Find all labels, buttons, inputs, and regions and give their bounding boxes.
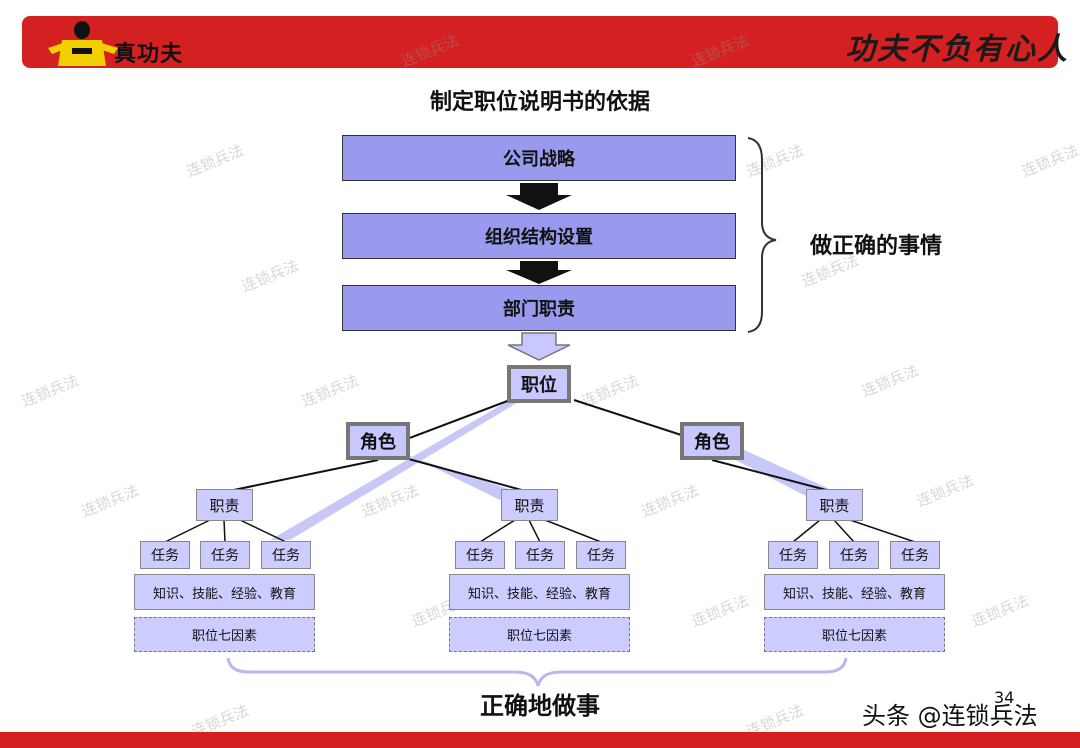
seven-factors-node: 职位七因素 [764, 617, 945, 652]
footer-bar [0, 732, 1080, 748]
slogan-text: 功夫不负有心人 [845, 32, 1069, 67]
page-title: 制定职位说明书的依据 [429, 90, 650, 115]
brand-logo-text: 真功夫 [114, 42, 184, 67]
task-node: 任务 [200, 541, 250, 569]
header-bar [22, 16, 1058, 68]
knowledge-node: 知识、技能、经验、教育 [764, 574, 945, 610]
task-node: 任务 [768, 541, 818, 569]
credit-text: 头条 @连锁兵法 [862, 702, 1038, 730]
flow-box-structure: 组织结构设置 [342, 213, 736, 259]
seven-factors-node: 职位七因素 [134, 617, 315, 652]
role-node-right: 角色 [680, 422, 744, 460]
bottom-brace [226, 657, 848, 687]
do-things-right-label: 正确地做事 [480, 692, 600, 720]
flow-box-department-duty: 部门职责 [342, 285, 736, 331]
duty-node: 职责 [501, 489, 558, 521]
task-node: 任务 [261, 541, 311, 569]
knowledge-node: 知识、技能、经验、教育 [449, 574, 630, 610]
knowledge-node: 知识、技能、经验、教育 [134, 574, 315, 610]
right-brace [747, 137, 777, 333]
role-node-left: 角色 [346, 422, 410, 460]
position-node: 职位 [507, 365, 571, 403]
flow-box-strategy: 公司战略 [342, 135, 736, 181]
beam-left [270, 401, 520, 540]
task-node: 任务 [140, 541, 190, 569]
task-node: 任务 [515, 541, 565, 569]
arrow-down-icon [506, 261, 572, 284]
page-number: 34 [994, 688, 1015, 707]
hollow-arrow-down-icon [507, 332, 571, 361]
task-node: 任务 [455, 541, 505, 569]
do-right-things-label: 做正确的事情 [810, 234, 943, 259]
seven-factors-node: 职位七因素 [449, 617, 630, 652]
task-node: 任务 [890, 541, 940, 569]
kungfu-figure-logo-icon [48, 21, 118, 66]
duty-node: 职责 [806, 489, 863, 521]
task-node: 任务 [576, 541, 626, 569]
task-node: 任务 [829, 541, 879, 569]
arrow-down-icon [506, 183, 572, 210]
duty-node: 职责 [196, 489, 253, 521]
